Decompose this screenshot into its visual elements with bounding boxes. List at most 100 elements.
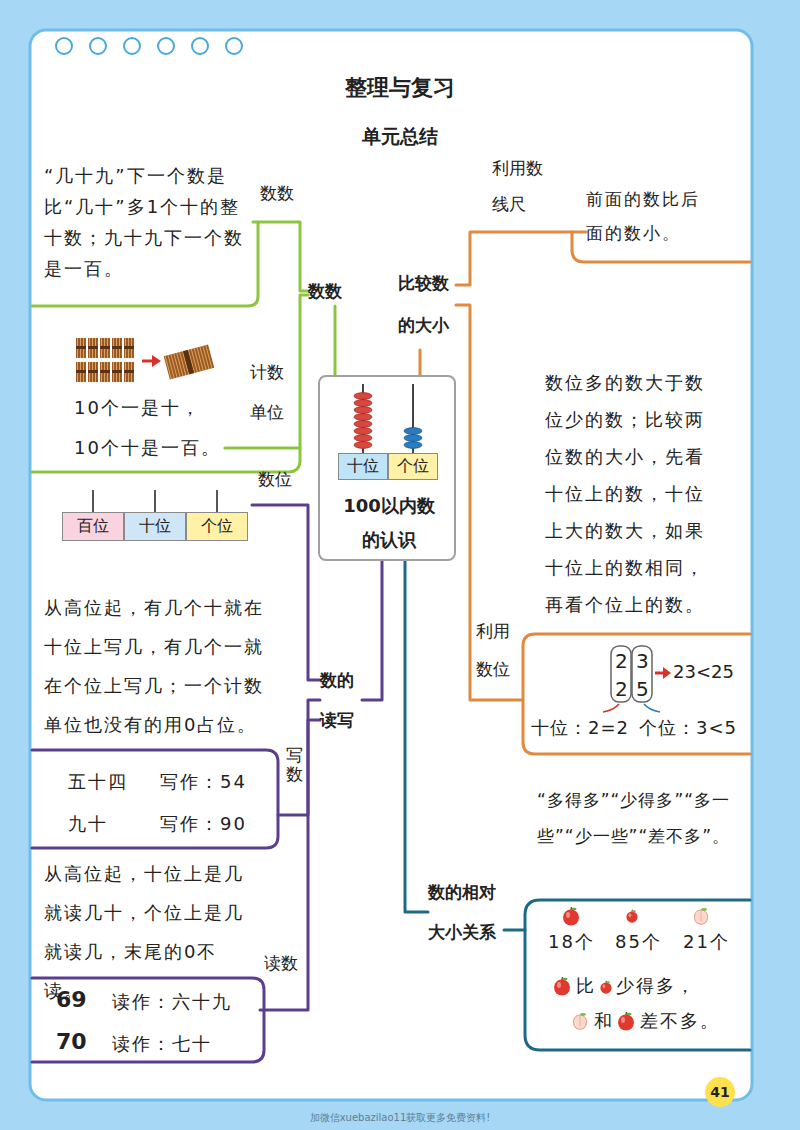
node-text: 2 [615, 676, 628, 702]
node-text: 少得多， [616, 974, 696, 997]
stick-bundles [112, 346, 122, 349]
stick-bundles [76, 346, 134, 373]
stick-bundles [100, 362, 110, 382]
place-cell: 十位 [124, 512, 186, 541]
branch-label: 数的相对大小关系 [428, 872, 504, 956]
node-text: 读作：七十 [112, 1032, 212, 1055]
leaf-block: 利用数位数位多的数大于数位少的数；比较两位数的大小，先看十位上的数，十位上大的数… [523, 360, 741, 743]
card [30, 30, 752, 1100]
abacus [354, 393, 372, 400]
leaf-block: 读数从高位起，十位上是几就读几十，个位上是几就读几，末尾的0不读。69读作：六十… [40, 852, 260, 1061]
page-title: 整理与复习 [250, 74, 550, 103]
node-text: 差不多。 [640, 1009, 720, 1032]
branch-heading: 数位 [258, 468, 292, 490]
fruit-icon [554, 977, 570, 996]
branch-bracket [525, 900, 750, 1050]
digit-comparison [611, 646, 631, 702]
digit-comparison [603, 646, 671, 712]
node-text: “几十九”下一个数是比“几十”多1个十的整十数；九十九下一个数是一百。 [44, 160, 249, 284]
binder-ring [90, 38, 106, 54]
place-value-rods [154, 490, 156, 512]
node-text: 个位：3<5 [639, 716, 737, 739]
place-value-rods [93, 490, 217, 512]
page-number: 41 [700, 1083, 740, 1101]
place-cell: 百位 [62, 512, 124, 541]
node-text: 70 [56, 1028, 87, 1057]
branch-label: 数的读写 [320, 660, 362, 744]
fruit-icon [626, 910, 637, 923]
branch-line [253, 222, 308, 291]
binder-ring [158, 38, 174, 54]
node-text: 数的相对大小关系 [428, 872, 500, 952]
branch-heading: 计数单位 [250, 352, 286, 432]
branch-heading: 读数 [264, 952, 298, 974]
stick-bundles [112, 370, 122, 373]
abacus [404, 428, 422, 435]
place-cell: 个位 [388, 453, 438, 480]
stick-bundles [152, 355, 161, 367]
stick-bundles [76, 362, 86, 382]
node-text: 69 [56, 986, 87, 1015]
abacus [354, 428, 372, 435]
node-text: 数数 [308, 280, 342, 302]
node-text: 写作：54 [160, 770, 247, 793]
branch-line [278, 700, 320, 815]
stick-bundles [88, 338, 98, 358]
branch-label: 数数 [308, 280, 346, 306]
node-text: 比较数的大小 [398, 262, 452, 346]
node-text: 2 [615, 648, 628, 674]
node-text: 和 [594, 1009, 614, 1032]
abacus [354, 393, 372, 449]
stick-bundles [124, 362, 134, 382]
fruit-icon [618, 1012, 634, 1031]
branch-line [419, 350, 422, 375]
node-text: 3 [636, 648, 649, 674]
stick-bundles [100, 338, 110, 358]
abacus [354, 435, 372, 442]
node-text: 前面的数比后面的数小。 [586, 182, 711, 250]
stick-bundles [76, 370, 86, 373]
abacus [404, 428, 422, 449]
stick-bundles [124, 346, 134, 349]
leaf-block: 计数单位10个一是十，10个十是一百。 [44, 330, 225, 463]
node-text: 从高位起，十位上是几就读几十，个位上是几就读几，末尾的0不读。 [44, 854, 256, 1010]
stick-bundles [124, 370, 134, 373]
stick-bundles [183, 350, 194, 374]
branch-bracket [523, 634, 750, 754]
stick-bundles [88, 346, 98, 349]
node-text: 5 [636, 676, 649, 702]
fruit-icon [563, 907, 579, 926]
place-value-rods [216, 490, 218, 512]
binder-ring [124, 38, 140, 54]
node-text: 九十 [68, 812, 108, 835]
digit-comparison [603, 704, 619, 712]
digit-comparison [644, 704, 660, 712]
branch-line [504, 929, 525, 932]
leaf-block: “多得多”“少得多”“多一些”“少一些”“差不多”。18个85个21个比少得多，… [525, 778, 741, 1036]
node-text: 五十四 [68, 770, 128, 793]
stick-bundles [76, 346, 86, 349]
abacus [354, 442, 372, 449]
branch-line [225, 295, 308, 448]
fruit-icon [600, 981, 611, 994]
digit-comparison [632, 646, 652, 702]
stick-bundles [164, 344, 215, 379]
abacus [354, 421, 372, 428]
binder-ring [226, 38, 242, 54]
stick-bundles [76, 338, 86, 358]
branch-bracket [32, 978, 264, 1062]
node-text: 写作：90 [160, 812, 247, 835]
node-text: 18个 [548, 930, 595, 953]
binder-ring [192, 38, 208, 54]
abacus [354, 414, 372, 421]
stick-bundles [76, 338, 214, 382]
leaf-block: 数位百位十位个位 [62, 484, 252, 545]
branch-line [456, 232, 586, 285]
branch-line [405, 561, 428, 912]
place-cell: 十位 [338, 453, 388, 480]
branch-line [362, 561, 382, 700]
stick-bundles [112, 362, 122, 382]
binder-ring [56, 38, 242, 54]
